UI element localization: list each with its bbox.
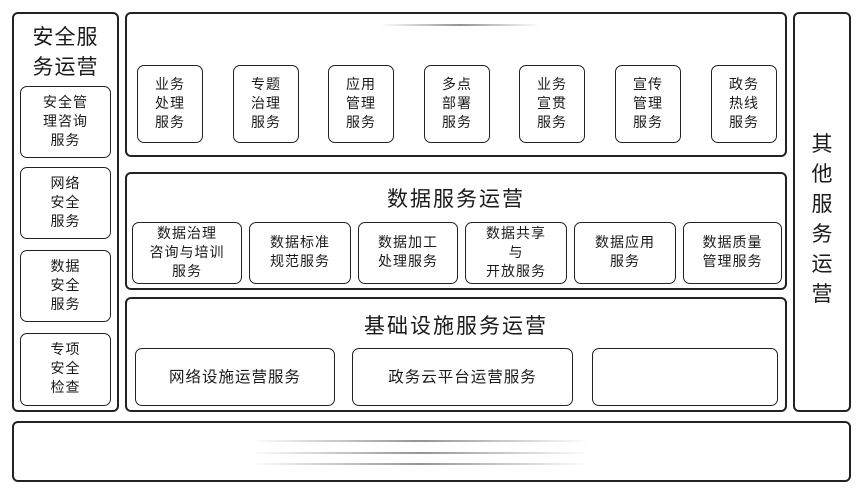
data-ops-item-1: 数据标准 规范服务 [249,222,351,284]
business-item-5: 宣传 管理 服务 [615,65,681,143]
blurred-title-mark [380,24,540,26]
network-security-box: 网络 安全 服务 [20,167,111,239]
other-ops-panel: 其 他 服 务 运 营 [793,12,851,412]
data-ops-title: 数据服务运营 [387,187,525,211]
business-item-0: 业务 处理 服务 [137,65,203,143]
security-ops-title: 安全服 务运营 [32,25,99,79]
business-item-3: 多点 部署 服务 [424,65,490,143]
business-item-2: 应用 管理 服务 [328,65,394,143]
other-ops-title: 其 他 服 务 运 营 [811,132,833,306]
security-mgmt-consult-box: 安全管 理咨询 服务 [20,86,111,158]
infra-item-network: 网络设施运营服务 [135,348,335,406]
bottom-bar [12,421,851,482]
business-item-4: 业务 宣贯 服务 [519,65,585,143]
business-item-1: 专题 治理 服务 [233,65,299,143]
infra-ops-title: 基础设施服务运营 [364,314,548,338]
bottom-blur-line-1 [250,440,590,442]
data-ops-item-0: 数据治理 咨询与培训 服务 [132,222,242,284]
business-item-6: 政务 热线 服务 [711,65,777,143]
special-security-check-box: 专项 安全 检查 [20,333,111,406]
data-security-box: 数据 安全 服务 [20,250,111,322]
data-ops-item-4: 数据应用 服务 [574,222,676,284]
bottom-blur-line-3 [250,463,590,465]
data-ops-item-5: 数据质量 管理服务 [683,222,782,284]
infra-item-gov-cloud: 政务云平台运营服务 [352,348,573,406]
data-ops-item-3: 数据共享 与 开放服务 [465,222,567,284]
bottom-blur-line-2 [250,452,590,454]
infra-item-blank [592,348,778,406]
data-ops-item-2: 数据加工 处理服务 [358,222,458,284]
